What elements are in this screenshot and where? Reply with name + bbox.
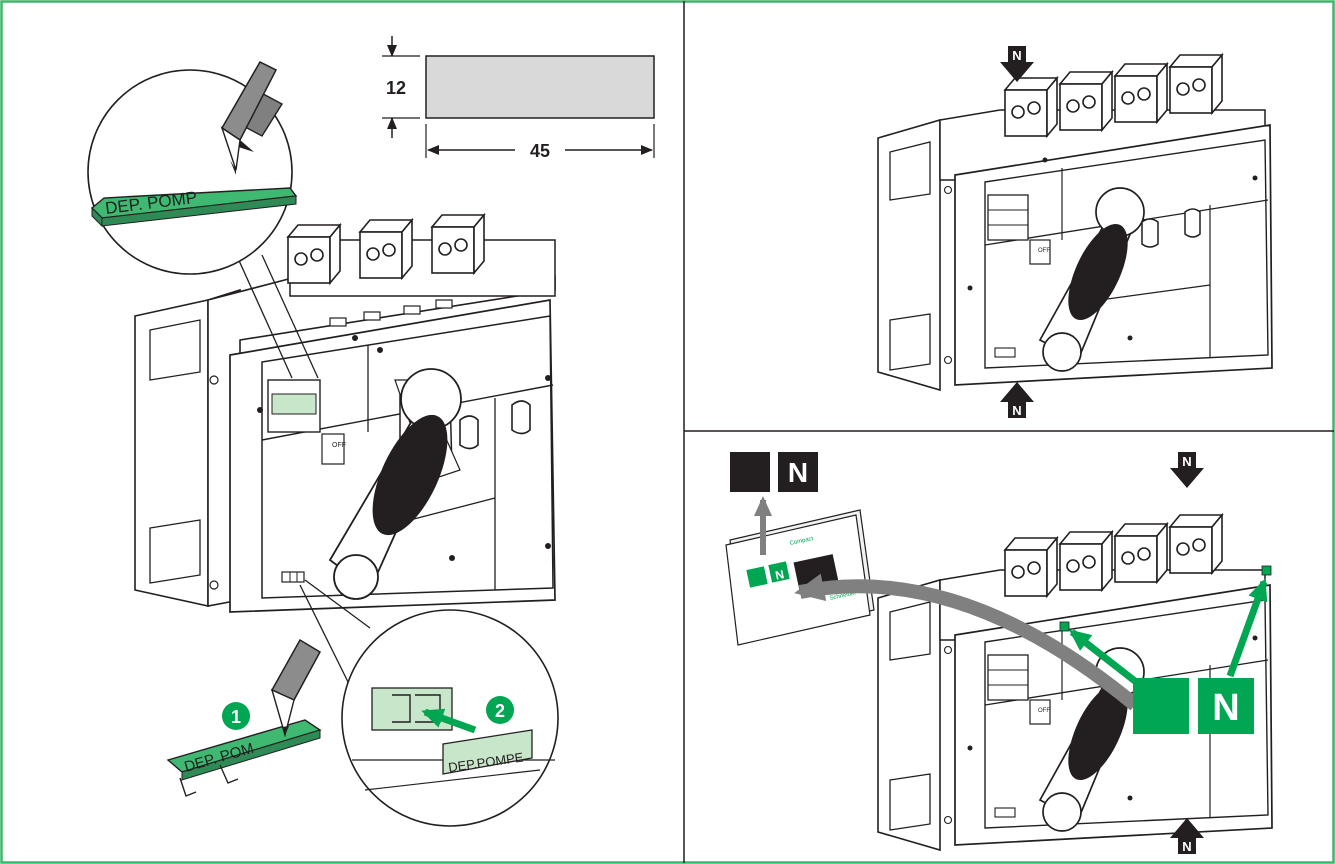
svg-text:N: N bbox=[1212, 687, 1239, 729]
booklet-n-letter: N bbox=[774, 567, 785, 582]
switch-disconnector-left: OFF bbox=[134, 214, 556, 613]
neutral-bottom-br-text: N bbox=[1182, 839, 1191, 854]
label-dimension-drawing: 12 45 bbox=[382, 36, 655, 161]
legend-blank-square bbox=[730, 452, 770, 492]
neutral-bottom-text: N bbox=[1012, 403, 1021, 418]
magnifier-label-slot: DEP.POMPE 2 bbox=[299, 579, 559, 827]
switch-disconnector-4pole-top: OFF bbox=[877, 54, 1273, 392]
bottom-off-text: OFF bbox=[1038, 708, 1050, 714]
booklet-title: Compact bbox=[789, 536, 814, 547]
green-n-square: N bbox=[1198, 678, 1254, 734]
pencil-icon bbox=[220, 61, 283, 175]
magnifier-pencil-label: DEP. POMP bbox=[87, 61, 319, 379]
step2-number: 2 bbox=[495, 701, 505, 721]
pencil-icon-step1 bbox=[270, 638, 322, 738]
instruction-booklet: N Compact Schneider bbox=[725, 496, 875, 646]
neutral-marker-bottom: N bbox=[1000, 382, 1034, 418]
neutral-marker-bottom-br: N bbox=[1170, 818, 1204, 854]
step1-write-tag: DEP. POM 1 bbox=[166, 638, 322, 797]
top-right-panel: OFF N N bbox=[877, 46, 1273, 418]
grey-arrow-to-booklet bbox=[794, 573, 1140, 711]
neutral-marker-top: N bbox=[1000, 46, 1034, 82]
green-blank-square bbox=[1133, 678, 1189, 734]
left-off-text: OFF bbox=[332, 442, 346, 449]
neutral-top-br-text: N bbox=[1182, 454, 1191, 469]
neutral-marker-top-br: N bbox=[1170, 452, 1204, 488]
left-panel: 12 45 bbox=[87, 36, 655, 827]
top-off-text: OFF bbox=[1038, 248, 1050, 254]
svg-text:N: N bbox=[788, 457, 808, 488]
booklet-brand: Schneider bbox=[829, 590, 857, 601]
bottom-right-panel: N N Compact Schneider bbox=[725, 452, 1273, 854]
legend-n-square: N bbox=[778, 452, 818, 492]
step1-badge bbox=[222, 702, 250, 730]
step1-number: 1 bbox=[231, 707, 241, 727]
step2-badge bbox=[486, 696, 514, 724]
green-arrow-left bbox=[1068, 629, 1143, 688]
neutral-top-text: N bbox=[1012, 48, 1021, 63]
green-arrow-right bbox=[1226, 578, 1268, 678]
dimension-width: 45 bbox=[530, 141, 550, 161]
rotary-handle-left bbox=[328, 368, 462, 600]
dimension-height: 12 bbox=[386, 78, 406, 98]
rotary-handle-top bbox=[1038, 187, 1145, 372]
